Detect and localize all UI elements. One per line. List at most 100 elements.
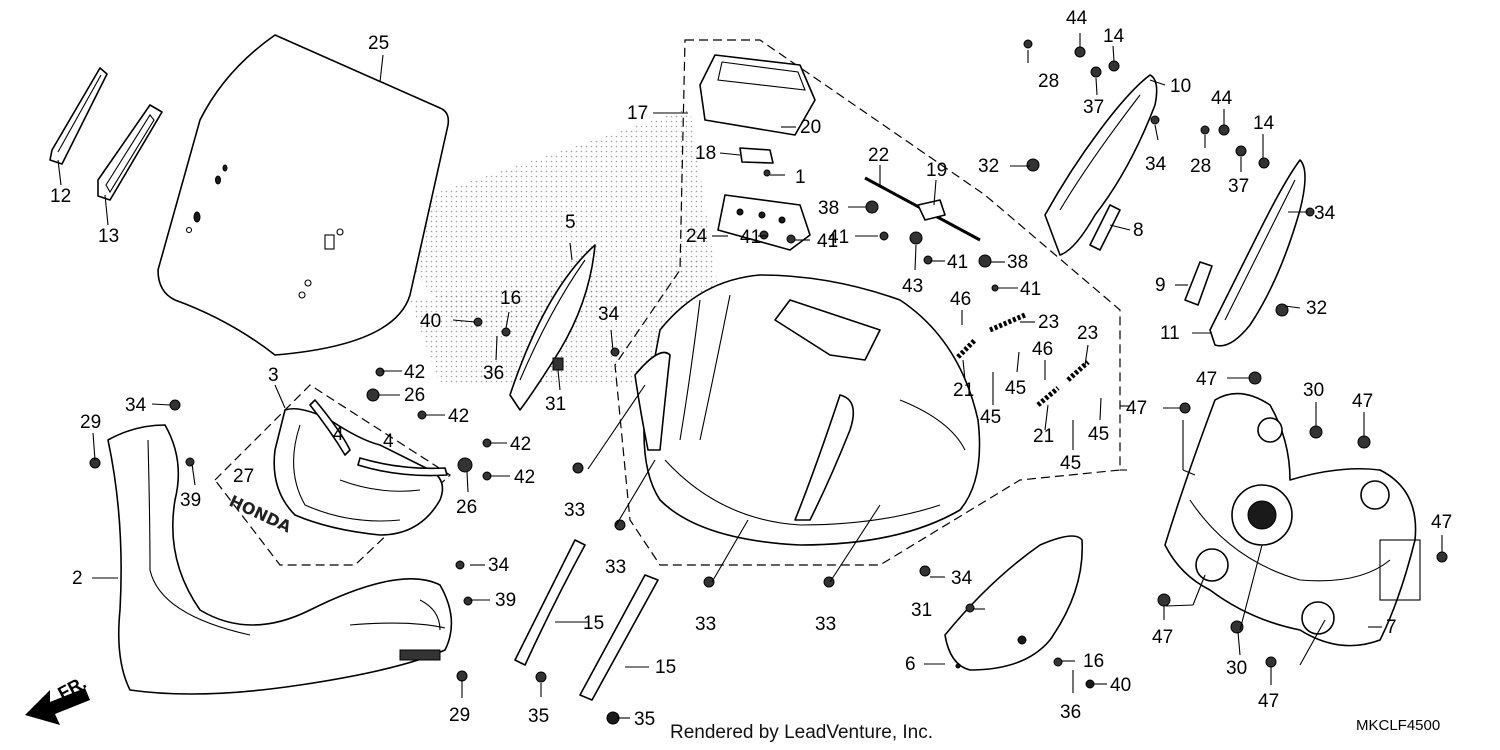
part-24-meter-bracket [717,194,811,251]
callout-47d: 47 [1431,512,1452,533]
callout-30a: 30 [1303,380,1324,401]
callout-34f: 34 [1314,203,1336,224]
part-21-spring-upper [956,338,977,359]
callout-34c: 34 [598,304,620,325]
callout-33d: 33 [815,614,836,635]
callout-41e: 41 [1020,279,1041,300]
part-13-trim-strip [97,104,163,201]
callout-43: 43 [902,276,923,297]
callout-14b: 14 [1253,113,1275,134]
callout-45d: 45 [1060,453,1081,474]
callout-1: 1 [795,167,806,188]
callout-25: 25 [368,33,389,54]
part-23-spring-lower [1066,360,1090,382]
callout-34b: 34 [488,555,510,576]
callout-11: 11 [1160,323,1180,344]
part-10-mirror-stay [1044,74,1158,256]
part-12-trim-strip [49,67,108,165]
callout-4a: 4 [333,424,344,445]
diagram-code: MKCLF4500 [1356,717,1440,734]
callout-26b: 26 [456,497,477,518]
callout-47f: 47 [1258,691,1279,712]
callout-46a: 46 [950,289,971,310]
callout-34d: 34 [951,568,973,589]
leader-lines [57,33,1443,719]
part-19-bracket [917,199,946,221]
callout-40a: 40 [420,311,441,332]
callout-29b: 29 [449,705,470,726]
callout-47b: 47 [1126,398,1147,419]
callout-41b: 41 [740,227,761,248]
callout-26a: 26 [404,385,425,406]
part-23-spring-upper [989,312,1026,333]
callout-33c: 33 [695,614,716,635]
callout-15b: 15 [655,657,676,678]
callout-37a: 37 [1083,97,1104,118]
callout-31b: 31 [911,600,932,621]
part-2-inner-fairing [107,424,453,695]
callout-6: 6 [905,654,916,675]
callout-42c: 42 [510,434,531,455]
callout-37b: 37 [1228,176,1249,197]
callout-28a: 28 [1038,71,1059,92]
callout-45c: 45 [1088,424,1109,445]
credit-text: Rendered by LeadVenture, Inc. [670,722,933,743]
callout-16b: 16 [1083,651,1104,672]
callout-17: 17 [627,103,648,124]
part-4-trim-strips [309,399,448,477]
part-25-windscreen [157,34,450,356]
callout-34a: 34 [125,395,147,416]
callout-23a: 23 [1038,312,1059,333]
callout-38b: 38 [1007,252,1028,273]
callout-42a: 42 [404,362,425,383]
callout-10: 10 [1170,76,1191,97]
part-15-strip-left [514,539,586,666]
callout-32b: 32 [1306,298,1327,319]
callout-42b: 42 [448,406,469,427]
front-arrow: FR. [25,672,90,725]
callout-46b: 46 [1032,339,1053,360]
callout-3: 3 [268,365,279,386]
part-7-headlight-frame [1164,392,1421,647]
part-21-spring-lower [1036,386,1060,407]
callout-41c: 41 [817,231,838,252]
callout-23b: 23 [1077,323,1098,344]
callout-45b: 45 [980,407,1001,428]
callout-2: 2 [72,568,83,589]
callout-4b: 4 [383,431,394,452]
callout-18: 18 [695,143,716,164]
callout-13: 13 [98,226,119,247]
callout-9: 9 [1155,275,1166,296]
part-5-side-cover [509,244,596,411]
part-20-top-box [699,54,816,136]
callout-47e: 47 [1152,627,1173,648]
callout-41d: 41 [947,252,968,273]
callout-8: 8 [1133,220,1144,241]
callout-35a: 35 [528,706,549,727]
callout-39a: 39 [180,490,201,511]
callout-42d: 42 [514,467,535,488]
part-18-bracket [739,147,774,164]
callout-5: 5 [565,212,576,233]
callout-20: 20 [800,117,821,138]
callout-30b: 30 [1226,658,1247,679]
callout-33a: 33 [564,500,585,521]
callout-36b: 36 [1060,702,1081,723]
callout-21a: 21 [953,380,974,401]
callout-34e: 34 [1145,154,1167,175]
callout-38a: 38 [818,198,839,219]
callout-19: 19 [926,160,947,181]
callout-31a: 31 [545,394,566,415]
callout-40b: 40 [1110,675,1131,696]
callout-14a: 14 [1103,26,1125,47]
callout-36a: 36 [483,363,504,384]
callout-15a: 15 [583,613,604,634]
callout-39b: 39 [495,590,516,611]
callout-22: 22 [868,145,889,166]
callout-44b: 44 [1211,88,1233,109]
callout-33b: 33 [605,557,626,578]
callout-27: 27 [233,466,254,487]
part-9-bracket [1184,261,1213,306]
callout-47a: 47 [1196,369,1217,390]
